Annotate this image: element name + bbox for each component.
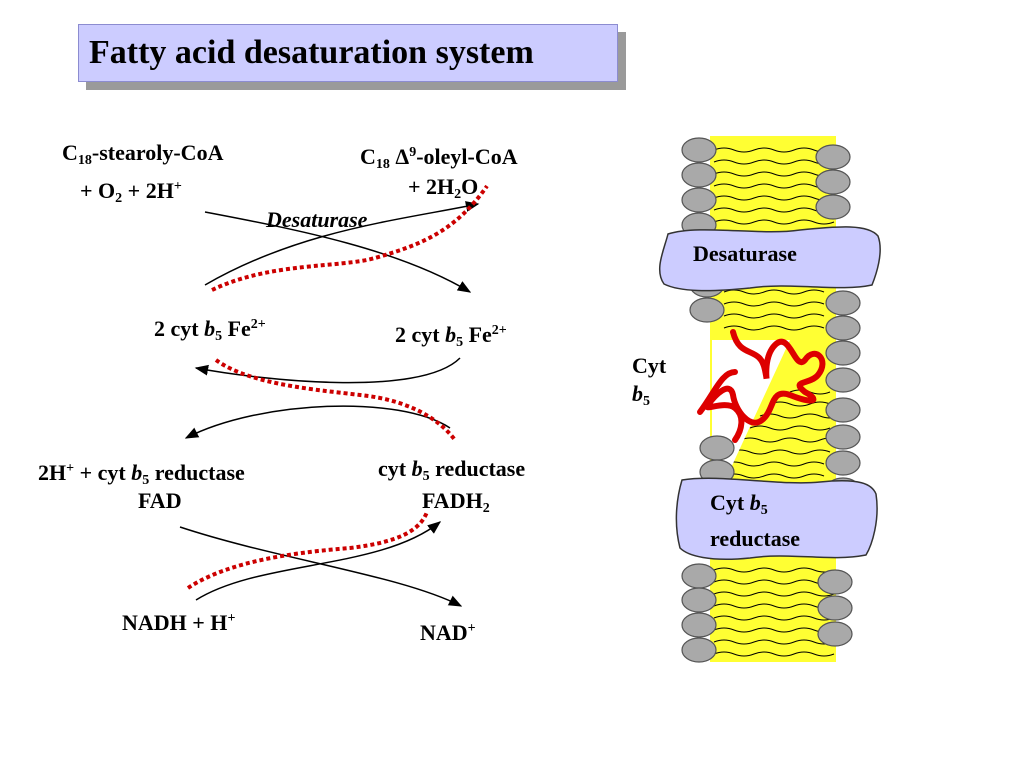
lipid-tails	[713, 147, 841, 657]
superscript-plus: +	[66, 461, 75, 476]
subscript-5: 5	[643, 394, 650, 409]
subscript-5: 5	[215, 329, 223, 344]
b-italic: b	[749, 490, 761, 515]
b-italic: b	[445, 322, 457, 347]
superscript-9: 9	[409, 145, 417, 160]
superscript-2plus: 2+	[250, 317, 266, 332]
two-h: 2H	[38, 460, 67, 485]
b-italic: b	[131, 460, 143, 485]
arrow-stearoyl-to-oleyl	[204, 211, 472, 293]
reductase-text: reductase	[149, 460, 245, 485]
water-o: O	[461, 174, 479, 199]
arrow-cyt-reduced-to-oxidized	[194, 357, 461, 384]
superscript-plus: +	[227, 611, 236, 626]
carbon-symbol: C	[62, 140, 78, 165]
reductase-fadh2-right-label: cyt b5 reductase	[378, 454, 525, 492]
reductase-fad-left-label: 2H+ + cyt b5 reductase	[38, 454, 245, 496]
cyt-prefix: cyt	[378, 456, 412, 481]
subscript-2: 2	[482, 501, 490, 516]
oleyl-coa-label: C18 Δ9-oleyl-CoA	[360, 138, 518, 180]
water-prefix: + 2H	[408, 174, 455, 199]
cyt-b5-reductase-membrane-label: Cyt b5 reductase	[710, 489, 800, 553]
reductase-cyt-line: Cyt b5	[710, 489, 800, 525]
cyt-b5-reductase-protein	[675, 477, 878, 561]
reductase-text: reductase	[429, 456, 526, 481]
nadh-label: NADH + H+	[122, 604, 235, 638]
fad-label: FAD	[138, 488, 182, 513]
reductase-word: reductase	[710, 526, 801, 551]
carbon-symbol: C	[360, 144, 376, 169]
electron-flow-dotted-3	[186, 511, 429, 590]
membrane-diagram	[659, 136, 881, 663]
fe-text: Fe	[222, 316, 251, 341]
nadh-text: NADH + H	[122, 610, 228, 635]
delta-symbol: Δ	[395, 144, 410, 169]
page-title: Fatty acid desaturation system	[78, 24, 618, 82]
desaturase-protein	[659, 226, 881, 292]
electron-flow-dotted-2	[214, 358, 457, 442]
nad-text: NAD	[420, 620, 468, 645]
subscript-5: 5	[760, 503, 768, 518]
arrow-nadh-to-fadh2	[195, 521, 442, 601]
cyt-b5-fe-left-label: 2 cyt b5 Fe2+	[154, 310, 266, 352]
b-italic: b	[204, 316, 216, 341]
subscript-18: 18	[77, 153, 92, 168]
subscript-2: 2	[454, 187, 462, 202]
electron-flow-dotted-1	[211, 184, 489, 292]
subscript-5: 5	[142, 473, 150, 488]
cyt-b5-membrane-label: Cyt b5	[632, 352, 666, 416]
two-h-text: + 2H	[122, 178, 174, 203]
nad-label: NAD+	[420, 614, 476, 648]
subscript-5: 5	[422, 469, 430, 484]
b-italic: b	[411, 456, 423, 481]
cyt-b5-fe-right-label: 2 cyt b5 Fe2+	[395, 316, 507, 358]
oxygen-hydrogen-label: + O2 + 2H+	[80, 172, 182, 214]
fadh-text: FADH	[422, 488, 483, 513]
b-italic: b	[632, 381, 643, 406]
arrow-reductase-to-reductase	[184, 405, 451, 439]
cyt-mid: + cyt	[74, 460, 132, 485]
subscript-5: 5	[456, 335, 464, 350]
water-label: + 2H2O	[408, 172, 478, 210]
lipid-heads	[681, 137, 861, 663]
stearoyl-text: -stearoly-CoA	[91, 140, 224, 165]
cyt-b5-chain	[697, 329, 826, 443]
fadh2-label: FADH2	[422, 486, 490, 524]
cyt-prefix: 2 cyt	[154, 316, 205, 341]
subscript-2: 2	[115, 191, 123, 206]
cyt-prefix: 2 cyt	[395, 322, 446, 347]
superscript-plus: +	[173, 179, 182, 194]
arrow-fad-to-nad	[179, 526, 463, 607]
subscript-18: 18	[375, 157, 390, 172]
stearoyl-coa-label: C18-stearoly-CoA	[62, 138, 223, 176]
oleyl-text: -oleyl-CoA	[416, 144, 518, 169]
cyt-prefix: Cyt	[710, 490, 750, 515]
cyt-text: Cyt	[632, 353, 667, 378]
superscript-plus: +	[467, 621, 476, 636]
fe-text: Fe	[463, 322, 492, 347]
o2-text: + O	[80, 178, 116, 203]
b5-text: b5	[632, 380, 666, 416]
desaturase-membrane-label: Desaturase	[693, 241, 797, 266]
superscript-2plus: 2+	[491, 323, 507, 338]
desaturase-reaction-label: Desaturase	[266, 207, 368, 232]
arrow-cyt-to-cyt	[204, 201, 480, 286]
